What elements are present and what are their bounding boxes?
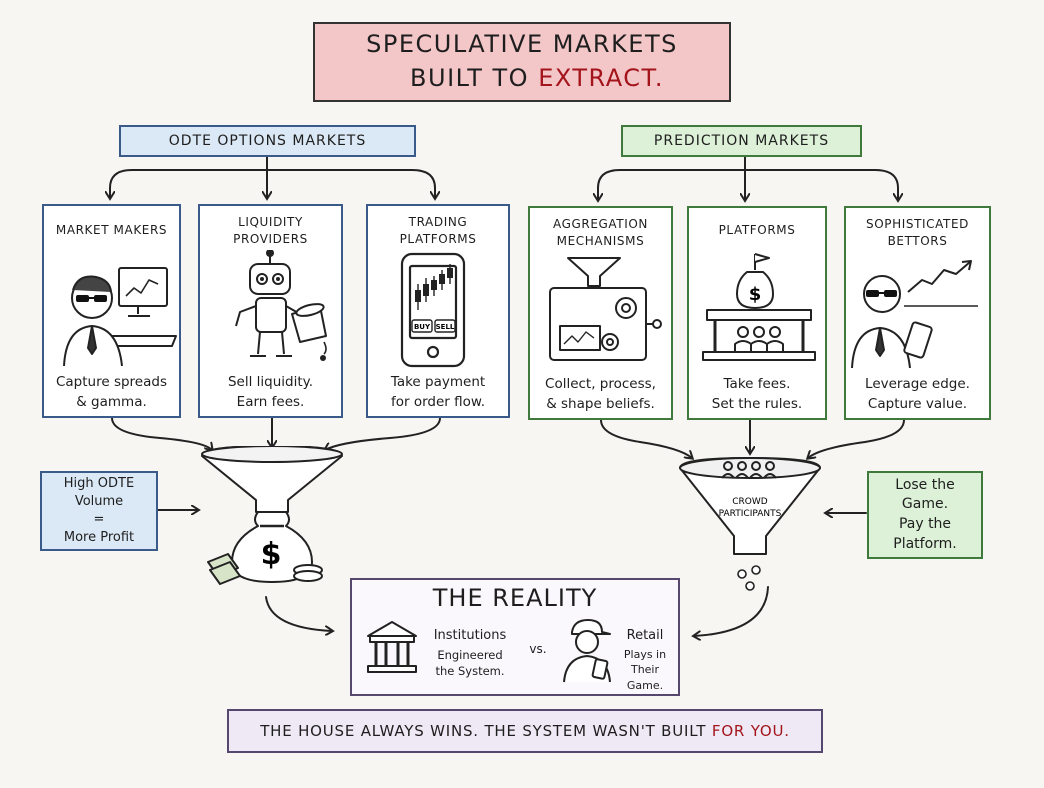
reality-title: THE REALITY (432, 584, 598, 612)
caption-line: Earn fees. (236, 394, 305, 411)
card-liquidity-providers-title: LIQUIDITY PROVIDERS (200, 214, 341, 249)
caption-line: Leverage edge. (865, 376, 970, 392)
caption-line: for order flow. (391, 394, 485, 411)
card-market-makers-title: MARKET MAKERS (55, 223, 168, 237)
title-line: TRADING (408, 215, 468, 229)
vs-label: vs. (529, 642, 547, 656)
card-trading-platforms-caption: Take payment for order flow. (368, 372, 508, 413)
high-odte-volume-note: High ODTE Volume = More Profit (40, 471, 158, 551)
caption-line: & shape beliefs. (546, 396, 655, 413)
prediction-markets-header: PREDICTION MARKETS (621, 125, 862, 157)
card-platforms-caption: Take fees. Set the rules. (689, 374, 825, 415)
crowd-funnel-icon: CROWD PARTICIPANTS (679, 457, 821, 591)
phone-chart-icon: BUY SELL (400, 252, 466, 368)
the-reality-box: THE REALITY Institutions Engineered the … (350, 578, 680, 696)
footer-banner: THE HOUSE ALWAYS WINS. THE SYSTEM WASN'T… (227, 709, 823, 753)
card-liquidity-providers: LIQUIDITY PROVIDERS Sell liquidity. Earn… (198, 204, 343, 418)
money-funnel-icon: $ (201, 446, 343, 585)
title-line-1: SPECULATIVE MARKETS (366, 30, 678, 59)
money-bag-dollar: $ (261, 537, 282, 572)
card-aggregation-mechanisms: AGGREGATION MECHANISMS Collect, process,… (528, 206, 673, 420)
card-platforms-title: PLATFORMS (718, 223, 796, 237)
card-trading-platforms-title: TRADING PLATFORMS (368, 214, 508, 249)
robot-pouring-icon (235, 250, 327, 361)
sell-button-label: SELL (436, 323, 455, 331)
card-sophisticated-bettors-caption: Leverage edge. Capture value. (846, 374, 989, 415)
title-line: BETTORS (887, 234, 948, 249)
card-market-makers-caption: Capture spreads & gamma. (44, 372, 179, 413)
title-line: PROVIDERS (233, 232, 308, 247)
caption-line: Capture value. (867, 396, 968, 413)
dollar-sign: $ (749, 284, 762, 305)
note-line: Lose the (895, 476, 955, 493)
title-line-2-prefix: BUILT TO (410, 64, 539, 92)
retail-person-with-phone-icon (563, 619, 611, 683)
note-line: High ODTE (63, 475, 135, 491)
card-platforms: PLATFORMS $ Take fees. Set the rules. (687, 206, 827, 420)
card-aggregation-mechanisms-title: AGGREGATION MECHANISMS (530, 216, 671, 251)
note-line: Volume (74, 493, 124, 509)
institution-building-icon (367, 621, 417, 673)
footer-text: THE HOUSE ALWAYS WINS. THE SYSTEM WASN'T… (260, 722, 707, 740)
crowd-label-2: PARTICIPANTS (719, 509, 782, 519)
caption-line: Take payment (390, 374, 486, 390)
institutions-label: Institutions (433, 628, 507, 643)
title-line: PLATFORMS (399, 232, 477, 247)
trader-at-monitor-icon (63, 267, 177, 366)
machine-with-funnel-icon (549, 257, 662, 361)
card-sophisticated-bettors: SOPHISTICATED BETTORS Leverage edge. Cap… (844, 206, 991, 420)
card-aggregation-mechanisms-caption: Collect, process, & shape beliefs. (530, 374, 671, 415)
footer-highlight: FOR YOU. (711, 722, 790, 740)
card-market-makers: MARKET MAKERS Capture spreads & gamma. (42, 204, 181, 418)
caption-line: Set the rules. (711, 396, 803, 413)
caption-line: Collect, process, (545, 376, 656, 392)
note-line: Pay the (898, 516, 952, 532)
retail-text: Retail Plays in Their Game. (614, 628, 676, 693)
lose-the-game-note: Lose the Game. Pay the Platform. (867, 471, 983, 559)
note-line: More Profit (63, 530, 135, 546)
caption-line: Take fees. (723, 376, 791, 392)
buy-button-label: BUY (414, 323, 431, 331)
odte-options-markets-header: ODTE OPTIONS MARKETS (119, 125, 416, 157)
title-line: MECHANISMS (556, 234, 645, 249)
card-liquidity-providers-caption: Sell liquidity. Earn fees. (200, 372, 341, 413)
note-line: Platform. (893, 535, 957, 552)
note-line: Game. (901, 496, 949, 513)
title-line: AGGREGATION (553, 217, 648, 231)
retail-line: Their Game. (626, 663, 664, 692)
money-temple-icon: $ (702, 253, 816, 361)
card-trading-platforms: TRADING PLATFORMS BUY SELL Take payment … (366, 204, 510, 418)
institutions-line: Engineered (437, 648, 503, 662)
retail-label: Retail (626, 628, 664, 643)
caption-line: Sell liquidity. (227, 374, 313, 390)
institutions-text: Institutions Engineered the System. (424, 628, 516, 679)
bettor-with-tablet-icon (851, 260, 978, 368)
caption-line: Capture spreads (55, 374, 167, 390)
main-title-box: SPECULATIVE MARKETS BUILT TO EXTRACT. (313, 22, 731, 102)
caption-line: & gamma. (76, 394, 147, 411)
crowd-label-1: CROWD (732, 497, 768, 507)
title-line: SOPHISTICATED (866, 217, 969, 231)
title-line: LIQUIDITY (238, 215, 303, 229)
title-highlight: EXTRACT. (538, 64, 664, 92)
title-line-2: BUILT TO EXTRACT. (380, 62, 664, 96)
card-sophisticated-bettors-title: SOPHISTICATED BETTORS (846, 216, 989, 251)
note-line: = (93, 512, 105, 527)
retail-line: Plays in (623, 648, 667, 661)
institutions-line: the System. (435, 664, 505, 679)
